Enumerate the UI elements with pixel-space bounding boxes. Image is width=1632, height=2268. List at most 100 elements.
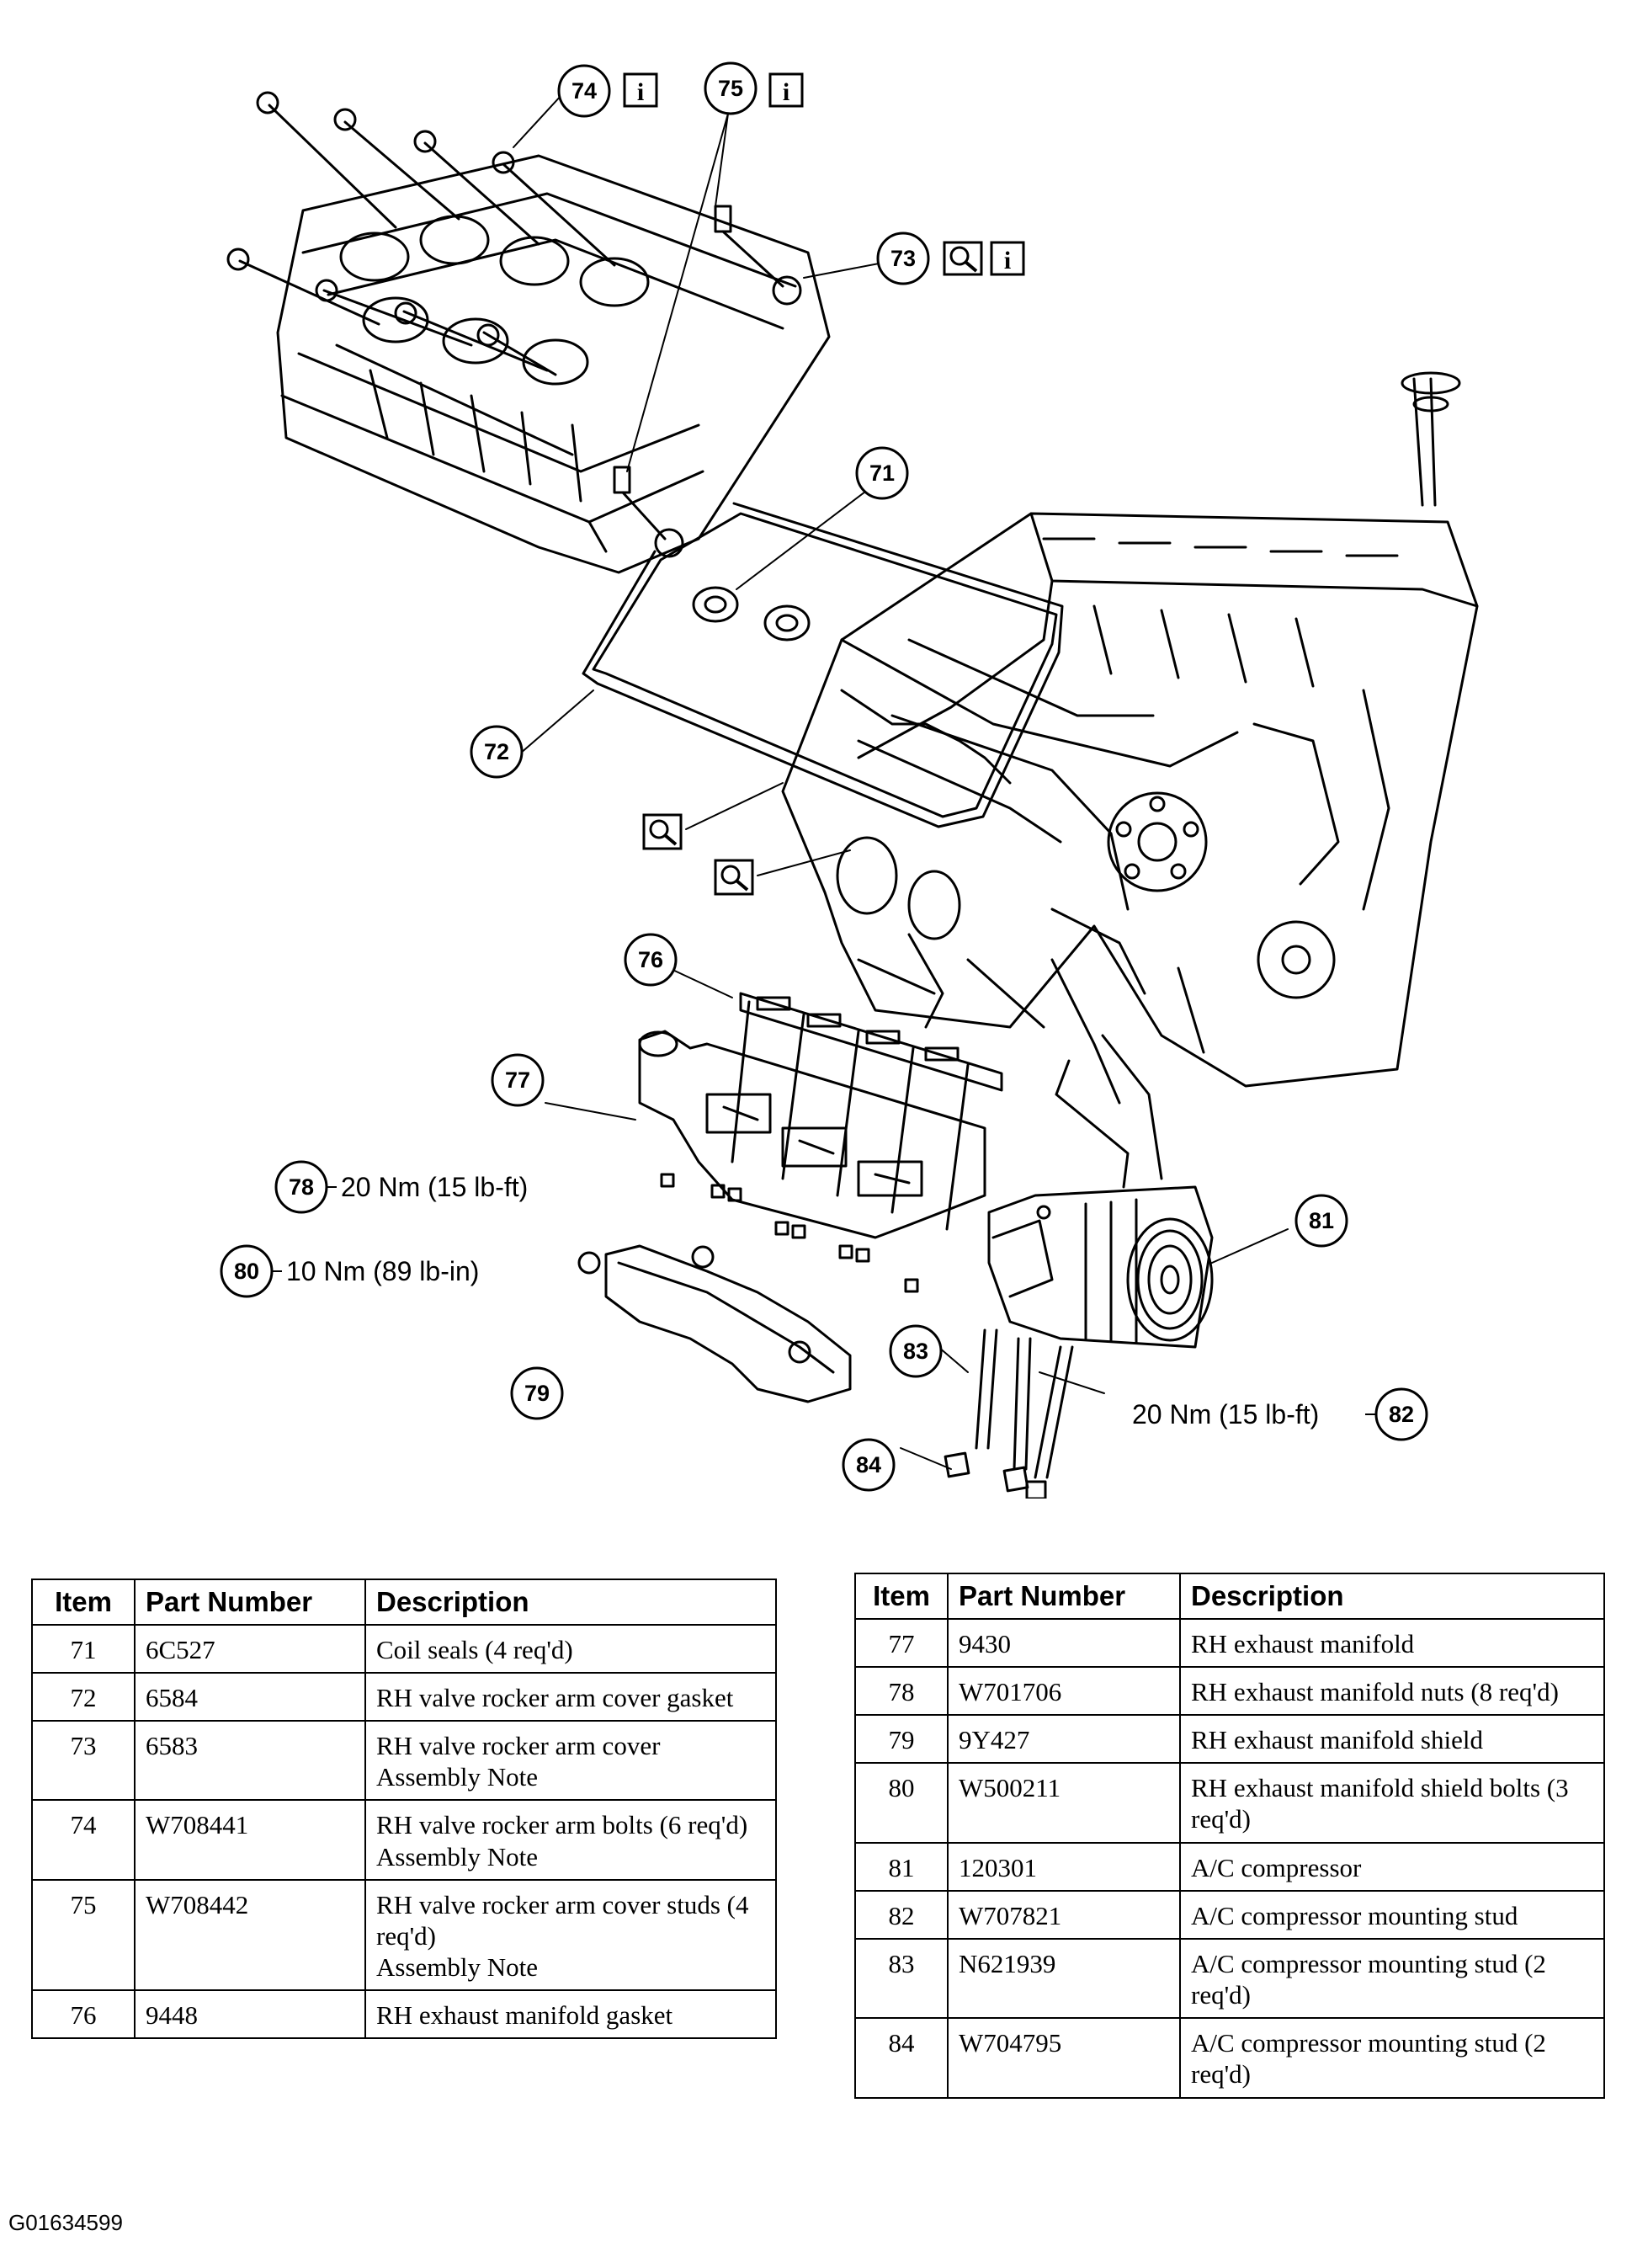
cell-item: 80 [854, 1762, 949, 1844]
cell-description: RH valve rocker arm cover gasket [364, 1671, 777, 1722]
cell-item: 76 [31, 1989, 136, 2040]
svg-text:80: 80 [234, 1259, 259, 1284]
magnifier-icon[interactable] [714, 859, 754, 896]
cell-part-number: W701706 [947, 1665, 1181, 1716]
info-icon[interactable]: i [768, 72, 804, 108]
cell-item: 83 [854, 1937, 949, 2020]
svg-text:79: 79 [524, 1381, 550, 1406]
cell-part-number: W708441 [134, 1799, 366, 1881]
valve-rocker-arm-cover [276, 154, 831, 574]
cell-description: RH exhaust manifold shield bolts (3 req'… [1179, 1762, 1605, 1844]
assembly-note-link[interactable]: Assembly Note [376, 1952, 539, 1983]
svg-text:76: 76 [638, 947, 663, 972]
header-item: Item [31, 1579, 136, 1626]
callout-72: 72 [470, 725, 524, 779]
svg-text:81: 81 [1309, 1208, 1334, 1233]
description-text: Coil seals (4 req'd) [376, 1634, 573, 1664]
torque-80: 10 Nm (89 lb-in) [286, 1256, 479, 1286]
table-header: Item Part Number Description [854, 1573, 1605, 1620]
exhaust-manifold-shield [577, 1244, 852, 1403]
description-text: RH exhaust manifold shield [1191, 1724, 1483, 1754]
callout-75: 75 [704, 61, 758, 115]
description-text: RH valve rocker arm cover gasket [376, 1682, 734, 1712]
svg-text:72: 72 [484, 739, 509, 764]
description-text: A/C compressor mounting stud (2 req'd) [1191, 2028, 1546, 2090]
svg-text:i: i [637, 78, 644, 106]
cell-part-number: W500211 [947, 1762, 1181, 1844]
cell-description: A/C compressor mounting stud (2 req'd) [1179, 2017, 1605, 2099]
assembly-note-link[interactable]: Assembly Note [376, 1841, 539, 1871]
rocker-arm-bolts [226, 91, 616, 376]
cell-description: A/C compressor mounting stud [1179, 1889, 1605, 1940]
cell-item: 82 [854, 1889, 949, 1940]
magnifier-icon[interactable] [943, 241, 983, 276]
callout-81: 81 [1294, 1194, 1348, 1248]
cell-item: 81 [854, 1841, 949, 1892]
engine-block [781, 371, 1479, 1088]
svg-text:75: 75 [718, 76, 743, 101]
header-part-number: Part Number [134, 1579, 366, 1626]
cell-item: 74 [31, 1799, 136, 1881]
description-text: RH exhaust manifold shield bolts (3 req'… [1191, 1773, 1569, 1834]
cell-part-number: 120301 [947, 1841, 1181, 1892]
cell-part-number: 6C527 [134, 1623, 366, 1674]
callout-73: 73 [876, 232, 930, 285]
description-text: A/C compressor mounting stud (2 req'd) [1191, 1948, 1546, 2010]
description-text: A/C compressor [1191, 1852, 1362, 1882]
svg-text:84: 84 [856, 1452, 881, 1477]
cell-item: 72 [31, 1671, 136, 1722]
callout-74: 74 [557, 64, 611, 118]
svg-text:78: 78 [289, 1174, 314, 1200]
svg-text:74: 74 [571, 78, 597, 104]
callout-80: 80 [220, 1244, 274, 1298]
header-part-number: Part Number [947, 1573, 1181, 1620]
cell-part-number: N621939 [947, 1937, 1181, 2020]
cell-item: 73 [31, 1719, 136, 1802]
callout-77: 77 [491, 1053, 545, 1107]
description-text: RH exhaust manifold nuts (8 req'd) [1191, 1676, 1559, 1706]
callout-84: 84 [842, 1438, 896, 1492]
svg-text:71: 71 [869, 461, 895, 486]
info-icon[interactable]: i [990, 241, 1025, 276]
cell-item: 84 [854, 2017, 949, 2099]
cell-description: A/C compressor mounting stud (2 req'd) [1179, 1937, 1605, 2020]
cell-part-number: W707821 [947, 1889, 1181, 1940]
callout-83: 83 [889, 1324, 943, 1378]
exhaust-manifold-nuts [660, 1173, 919, 1293]
svg-text:82: 82 [1389, 1402, 1414, 1427]
cell-description: A/C compressor [1179, 1841, 1605, 1892]
coil-seals [692, 586, 811, 642]
description-text: RH valve rocker arm cover [376, 1730, 661, 1760]
cell-part-number: 9448 [134, 1989, 366, 2040]
header-item: Item [854, 1573, 949, 1620]
magnifier-icon[interactable] [642, 813, 683, 850]
torque-82: 20 Nm (15 lb-ft) [1132, 1399, 1319, 1429]
assembly-note-link[interactable]: Assembly Note [376, 1762, 539, 1792]
header-description: Description [364, 1579, 777, 1626]
exhaust-manifold [638, 1030, 986, 1239]
info-icon[interactable]: i [623, 72, 658, 108]
callout-78: 78 [274, 1160, 328, 1214]
torque-78: 20 Nm (15 lb-ft) [341, 1172, 528, 1202]
rocker-cover-studs [613, 205, 784, 540]
rocker-cover-gasket [592, 512, 1058, 818]
cell-description: Coil seals (4 req'd) [364, 1623, 777, 1674]
cell-part-number: 9430 [947, 1617, 1181, 1668]
description-text: A/C compressor mounting stud [1191, 1900, 1518, 1930]
figure-id: G01634599 [8, 2210, 123, 2235]
cell-description: RH exhaust manifold nuts (8 req'd) [1179, 1665, 1605, 1716]
cell-item: 71 [31, 1623, 136, 1674]
